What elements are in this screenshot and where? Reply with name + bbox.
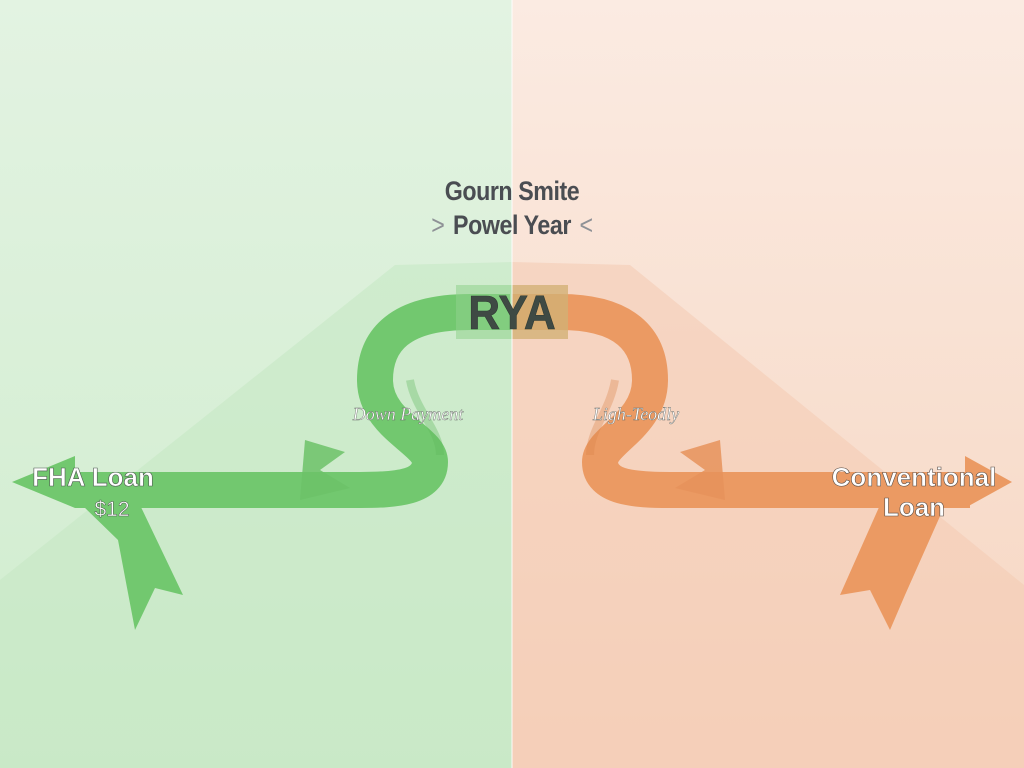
right-ribbon-tail: [840, 505, 945, 630]
left-ribbon-tail: [82, 505, 183, 630]
chevron-left-icon: <: [579, 210, 594, 240]
center-label: RYA: [468, 285, 556, 339]
left-curve-label: Down Payment: [352, 404, 464, 424]
right-branch-title-line1: Conventional: [832, 462, 997, 492]
diagram-title: Gourn Smite: [444, 176, 580, 206]
left-branch-title: FHA Loan: [32, 462, 154, 492]
right-arrow: [512, 294, 1012, 630]
right-curve-label: Ligh-Teodly: [592, 404, 679, 424]
chevron-right-icon: >: [431, 210, 445, 240]
diagram-subtitle-text: Powel Year: [453, 210, 571, 240]
left-branch-value: $12: [94, 498, 129, 521]
left-arrow: [12, 294, 510, 630]
diagram-subtitle: > Powel Year <: [72, 210, 953, 241]
right-branch-title-line2: Loan: [883, 492, 945, 522]
